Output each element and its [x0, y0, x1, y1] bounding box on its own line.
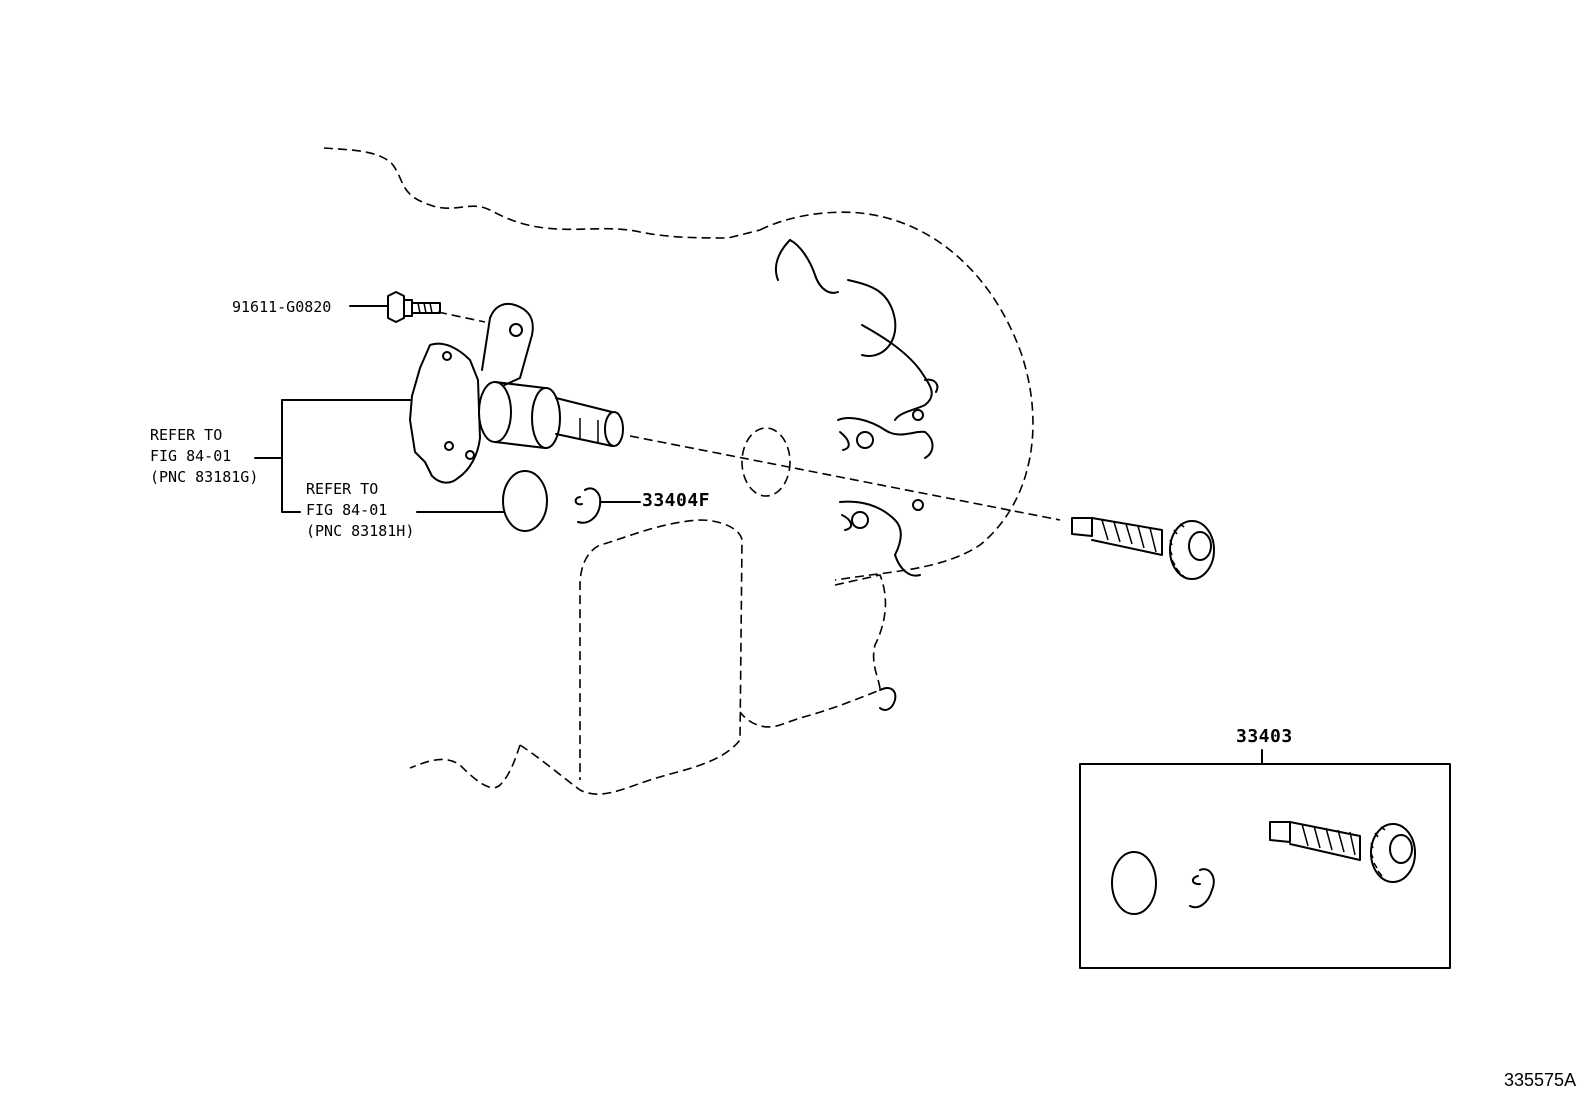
snap-ring-part-number: 33404F	[642, 490, 711, 511]
kit-part-number: 33403	[1236, 726, 1293, 747]
sensor-housing-drawing	[409, 302, 624, 484]
housing-reference-line-1: REFER TO	[150, 426, 223, 444]
kit-box	[1079, 749, 1451, 969]
housing-reference-line-3: (PNC 83181G)	[150, 468, 259, 486]
snap-ring-drawing	[574, 487, 641, 524]
oring-reference-line-2: FIG 84-01	[306, 501, 388, 519]
oring-reference-line-3: (PNC 83181H)	[306, 522, 415, 540]
o-ring-drawing	[502, 470, 548, 532]
reference-bracket	[254, 399, 504, 513]
assembly-guide-lines	[437, 311, 1061, 521]
driven-gear-drawing	[1071, 517, 1215, 580]
bolt-drawing	[349, 291, 441, 323]
illustration-id: 335575A	[1504, 1070, 1577, 1090]
transmission-case-outline	[323, 147, 1034, 795]
housing-reference-line-2: FIG 84-01	[150, 447, 232, 465]
oring-reference-line-1: REFER TO	[306, 480, 379, 498]
bolt-part-number: 91611-G0820	[232, 298, 332, 316]
